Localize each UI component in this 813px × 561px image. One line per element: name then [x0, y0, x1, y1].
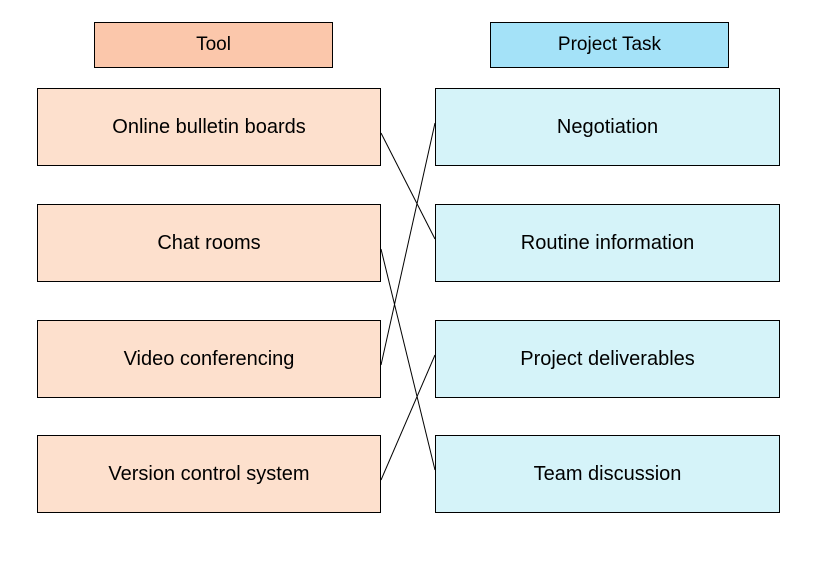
- project-task-header: Project Task: [490, 22, 729, 68]
- tool-label: Version control system: [108, 462, 310, 485]
- task-label: Project deliverables: [520, 347, 695, 370]
- tool-label: Chat rooms: [157, 231, 261, 254]
- task-box-negotiation: Negotiation: [435, 88, 780, 166]
- task-box-routine-information: Routine information: [435, 204, 780, 282]
- task-box-team-discussion: Team discussion: [435, 435, 780, 513]
- tool-label: Video conferencing: [123, 347, 295, 370]
- task-label: Routine information: [520, 231, 695, 254]
- tool-box-chat-rooms: Chat rooms: [37, 204, 381, 282]
- task-label: Negotiation: [556, 115, 659, 138]
- tool-label: Online bulletin boards: [112, 115, 306, 138]
- connector-chat-rooms-to-team-discussion: [380, 248, 436, 471]
- task-box-project-deliverables: Project deliverables: [435, 320, 780, 398]
- connector-version-control-system-to-project-deliverables: [380, 354, 436, 481]
- connector-online-bulletin-boards-to-routine-information: [380, 132, 436, 240]
- project-task-header-label: Project Task: [557, 34, 662, 55]
- tool-box-version-control-system: Version control system: [37, 435, 381, 513]
- tool-header: Tool: [94, 22, 333, 68]
- connector-video-conferencing-to-negotiation: [380, 122, 436, 366]
- tool-box-online-bulletin-boards: Online bulletin boards: [37, 88, 381, 166]
- task-label: Team discussion: [533, 462, 682, 485]
- tool-box-video-conferencing: Video conferencing: [37, 320, 381, 398]
- tool-header-label: Tool: [196, 34, 231, 55]
